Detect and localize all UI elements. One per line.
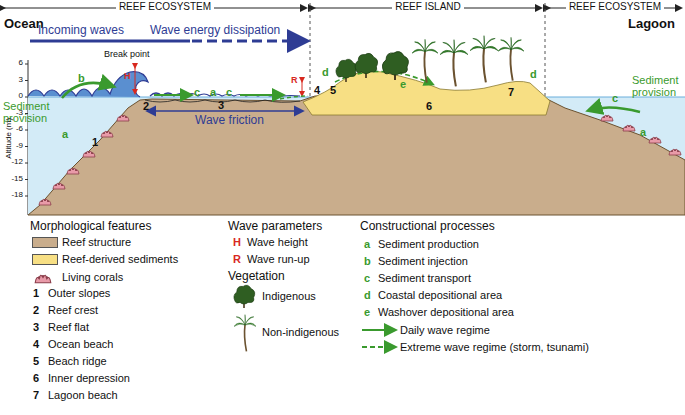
- wave-arrow-label: Wave energy dissipation: [150, 24, 280, 37]
- axis-tick: -9: [16, 142, 23, 151]
- legend-text: Wave run-up: [247, 253, 310, 265]
- callout-number: 5: [330, 84, 336, 96]
- callout-number: 6: [426, 100, 432, 112]
- wave-param-letter: H: [233, 236, 241, 248]
- legend-text: Lagoon beach: [48, 389, 118, 401]
- friction-label: Wave friction: [195, 114, 264, 127]
- callout-number: 7: [33, 389, 39, 401]
- legend-text: Reef flat: [48, 321, 89, 333]
- wave-param-letter: R: [291, 76, 298, 86]
- process-letter: c: [226, 86, 232, 98]
- axis-tick: 6: [19, 59, 23, 68]
- legend-text: Non-indigenous: [262, 326, 339, 338]
- axis-tick: -15: [11, 175, 23, 184]
- callout-number: 4: [33, 338, 39, 350]
- legend-text: Sediment injection: [378, 255, 468, 267]
- legend-heading: Constructional processes: [360, 220, 495, 233]
- legend-text: Washover depositional area: [378, 306, 514, 318]
- callout-number: 7: [508, 86, 514, 98]
- axis-tick: -3: [16, 109, 23, 118]
- side-label: Ocean: [4, 17, 44, 31]
- process-letter: c: [612, 92, 618, 104]
- legend-swatch: [32, 237, 58, 248]
- process-letter: d: [530, 68, 537, 80]
- callout-number: 4: [314, 84, 320, 96]
- legend-text: Sediment production: [378, 238, 479, 250]
- legend-heading: Morphological features: [30, 220, 151, 233]
- break-point-label: Break point: [104, 50, 150, 60]
- legend-text: Ocean beach: [48, 338, 113, 350]
- section-header: REEF ECOSYSTEM: [116, 1, 214, 12]
- legend-heading: Wave parameters: [228, 220, 322, 233]
- legend-text: Sediment transport: [378, 272, 471, 284]
- axis-tick: -12: [11, 158, 23, 167]
- callout-number: 5: [33, 355, 39, 367]
- process-letter: a: [62, 128, 68, 140]
- side-label: Lagoon: [628, 17, 675, 31]
- process-letter: e: [364, 306, 370, 318]
- process-letter: b: [78, 72, 85, 84]
- callout-number: 3: [218, 99, 224, 111]
- legend-text: Outer slopes: [48, 287, 110, 299]
- legend-text: Inner depression: [48, 372, 130, 384]
- callout-number: 3: [33, 321, 39, 333]
- process-label: Sediment provision: [632, 74, 684, 98]
- legend-text: Extreme wave regime (storm, tsunami): [400, 341, 589, 353]
- process-letter: a: [210, 86, 216, 98]
- axis-title: Altitude (m): [5, 118, 14, 159]
- process-letter: c: [194, 86, 200, 98]
- axis-tick: -18: [11, 191, 23, 200]
- legend-text: Daily wave regime: [400, 324, 490, 336]
- axis-tick: 3: [19, 76, 23, 85]
- section-header: REEF ECOSYSTEM: [566, 1, 664, 12]
- callout-number: 1: [33, 287, 39, 299]
- process-letter: a: [364, 238, 370, 250]
- process-letter: b: [364, 255, 371, 267]
- callout-number: 6: [33, 372, 39, 384]
- legend-text: Living corals: [62, 271, 123, 283]
- legend-text: Reef crest: [48, 304, 98, 316]
- legend-heading: Vegetation: [228, 270, 285, 283]
- axis-tick: -6: [16, 125, 23, 134]
- wave-param-letter: R: [233, 253, 241, 265]
- legend-text: Indigenous: [262, 290, 316, 302]
- callout-number: 2: [33, 304, 39, 316]
- wave-param-letter: H: [124, 72, 131, 82]
- section-header: REEF ISLAND: [392, 1, 464, 12]
- process-letter: a: [640, 126, 646, 138]
- process-letter: d: [322, 66, 329, 78]
- legend-text: Reef-derived sediments: [62, 253, 178, 265]
- callout-number: 1: [92, 136, 98, 148]
- axis-tick: 0: [19, 92, 23, 101]
- legend-text: Wave height: [247, 236, 308, 248]
- process-letter: d: [364, 289, 371, 301]
- legend-text: Beach ridge: [48, 355, 107, 367]
- wave-arrow-label: Incoming waves: [38, 24, 124, 37]
- legend-text: Reef structure: [62, 236, 131, 248]
- callout-number: 2: [143, 100, 149, 112]
- legend-text: Coastal depositional area: [378, 289, 502, 301]
- process-letter: e: [400, 78, 406, 90]
- legend-swatch: [32, 254, 58, 265]
- process-letter: c: [364, 272, 370, 284]
